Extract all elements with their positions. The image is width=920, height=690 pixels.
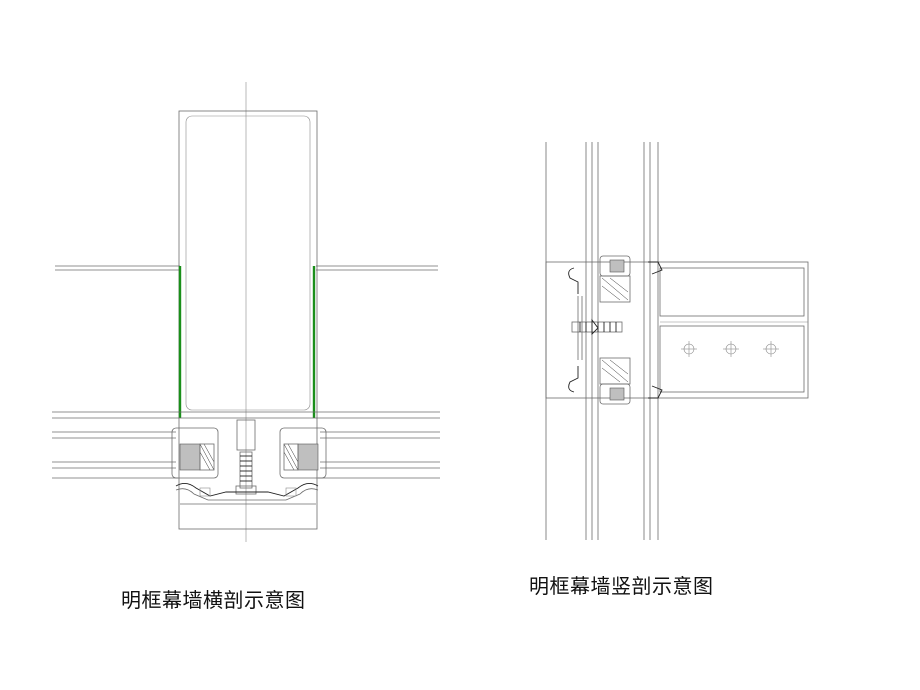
pressure-plate xyxy=(175,483,319,505)
lower-tube xyxy=(659,325,805,393)
bottom-glazing-pocket xyxy=(568,357,663,405)
right-spacer-block xyxy=(279,427,327,479)
top-glazing-pocket xyxy=(568,255,663,303)
middle-bolt xyxy=(571,296,623,360)
screw-symbol-2 xyxy=(723,341,739,357)
left-spacer-block xyxy=(171,427,219,479)
vertical-section-drawing xyxy=(545,142,809,540)
insulating-glass-layers xyxy=(52,411,440,479)
upper-tube xyxy=(659,267,805,317)
screw-symbol-3 xyxy=(763,341,779,357)
vertical-glass-lines xyxy=(545,142,659,540)
horizontal-section-caption: 明框幕墙横剖示意图 xyxy=(121,588,306,612)
horizontal-section-drawing xyxy=(52,82,440,542)
transom-frame xyxy=(545,261,809,399)
central-bolt xyxy=(235,419,257,495)
mullion-inner-tube xyxy=(185,115,311,411)
screw-symbol-1 xyxy=(681,341,697,357)
vertical-section-caption: 明框幕墙竖剖示意图 xyxy=(529,574,714,598)
